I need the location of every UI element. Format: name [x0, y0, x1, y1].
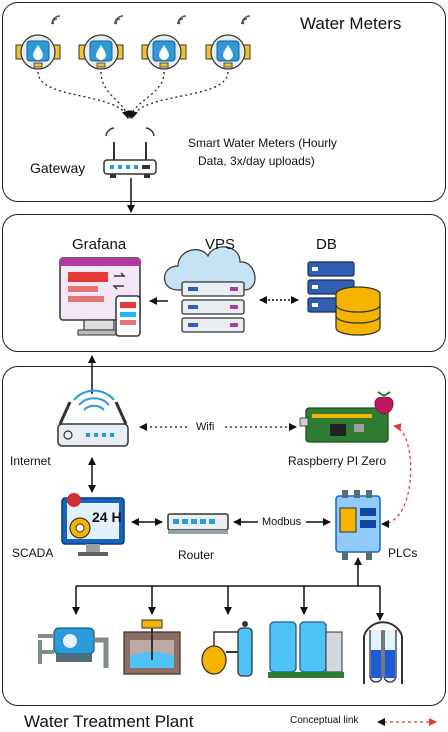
- plcs-label: PLCs: [388, 546, 418, 560]
- scada-icon: 24 H: [61, 493, 125, 556]
- water-meter-icon: [141, 15, 187, 70]
- router-label: Router: [178, 548, 215, 562]
- db-icon: [307, 261, 381, 336]
- internet-router-icon: [57, 389, 129, 447]
- storage-tanks-icon: [268, 621, 344, 678]
- vps-icon: [163, 246, 256, 333]
- modbus-label: Modbus: [262, 516, 302, 528]
- water-meter-icon: [15, 15, 61, 70]
- filter-icon: [201, 621, 253, 677]
- raspberry-pi-icon: [299, 391, 394, 443]
- gateway-label: Gateway: [30, 160, 86, 176]
- grafana-icon: [59, 257, 141, 337]
- modbus-label-bg: [258, 514, 306, 530]
- grafana-label: Grafana: [72, 236, 127, 253]
- pump-icon: [38, 627, 109, 668]
- water-meter-icon: [205, 15, 251, 70]
- treatment-tank-icon: [123, 619, 181, 675]
- gateway-icon: [103, 127, 157, 178]
- meter-note-line1: Smart Water Meters (Hourly: [188, 136, 337, 150]
- internet-label: Internet: [10, 454, 51, 468]
- vps-label: VPS: [205, 236, 236, 253]
- plc-field-bus: [72, 557, 384, 621]
- water-treatment-title: Water Treatment Plant: [24, 712, 194, 731]
- water-meters-title: Water Meters: [300, 14, 402, 33]
- legend-label: Conceptual link: [290, 715, 359, 726]
- test-tubes-icon: [363, 621, 403, 684]
- meter-note-line2: Data, 3x/day uploads): [198, 154, 315, 168]
- water-meter-icon: [78, 15, 124, 70]
- conceptual-link-arrow: [381, 423, 412, 528]
- plc-icon: [335, 490, 381, 560]
- scada-label: SCADA: [12, 546, 54, 560]
- wifi-label: Wifi: [196, 421, 215, 433]
- db-label: DB: [316, 236, 337, 253]
- router-icon: [167, 513, 229, 534]
- wifi-label-bg: [190, 419, 224, 435]
- raspberry-pi-label: Raspberry PI Zero: [288, 454, 387, 468]
- scada-screen-text: 24 H: [92, 509, 122, 525]
- meter-to-gateway-links: [37, 71, 229, 119]
